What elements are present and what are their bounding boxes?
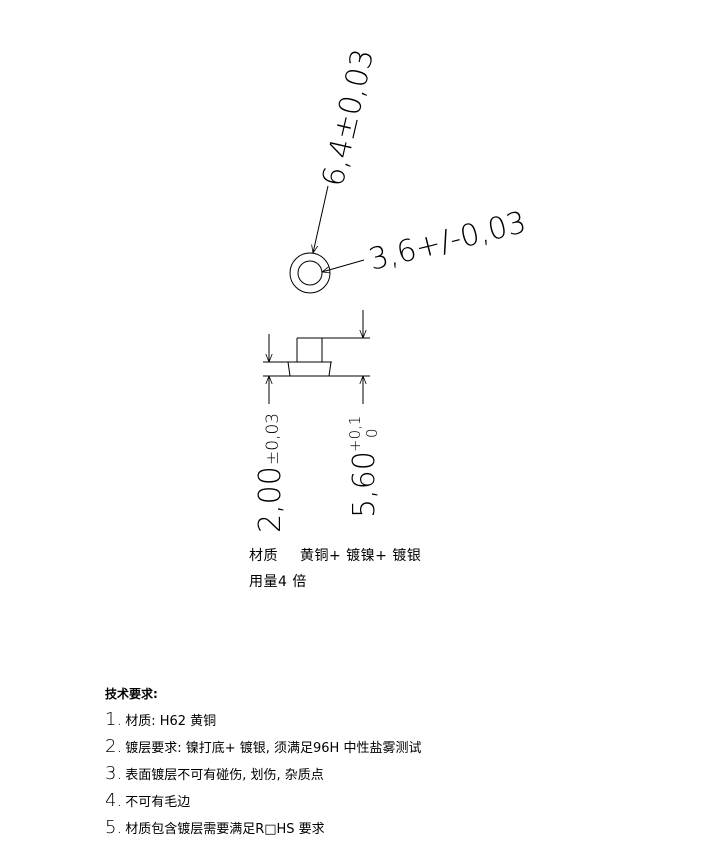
tech-req-item: 3.表面镀层不可有碰伤, 划伤, 杂质点 <box>105 763 324 784</box>
tech-req-item: 4.不可有毛边 <box>105 790 191 811</box>
svg-text:±0,03: ±0,03 <box>263 413 283 465</box>
flange-thickness-label: 2,00 ±0,03 <box>253 413 288 533</box>
usage-note: 用量4 倍 <box>249 574 307 590</box>
side-view-part <box>263 337 370 377</box>
tech-req-item: 5.材质包含镀层需要满足R□HS 要求 <box>105 817 325 838</box>
inner-circle <box>297 260 323 286</box>
inner-diameter-label: 3,6+/-0,03 <box>365 205 529 278</box>
outer-diameter-leader <box>313 185 329 253</box>
material-note: 材质 黄铜+ 镀镍+ 镀银 <box>249 545 421 565</box>
total-height-label: 5,60 +0,1 0 <box>346 416 382 518</box>
material-label: 材质 <box>249 548 278 564</box>
material-value: 黄铜+ 镀镍+ 镀银 <box>300 548 422 564</box>
tech-req-title: 技术要求: <box>105 687 158 701</box>
outer-diameter-label: 6,4±0,03 <box>316 46 382 190</box>
svg-text:+0,1: +0,1 <box>346 416 364 452</box>
tech-req-item: 2.镀层要求: 镍打底+ 镀银, 须满足96H 中性盐雾测试 <box>105 736 422 757</box>
svg-text:2,00: 2,00 <box>253 466 288 533</box>
technical-requirements: 技术要求: 1.材质: H62 黄铜 2.镀层要求: 镍打底+ 镀银, 须满足9… <box>105 682 421 842</box>
tech-req-item: 1.材质: H62 黄铜 <box>105 709 217 730</box>
top-view-ring <box>289 252 331 294</box>
outer-circle <box>289 252 331 294</box>
inner-diameter-leader <box>322 259 365 272</box>
svg-text:0: 0 <box>363 428 381 438</box>
svg-text:5,60: 5,60 <box>347 451 382 518</box>
